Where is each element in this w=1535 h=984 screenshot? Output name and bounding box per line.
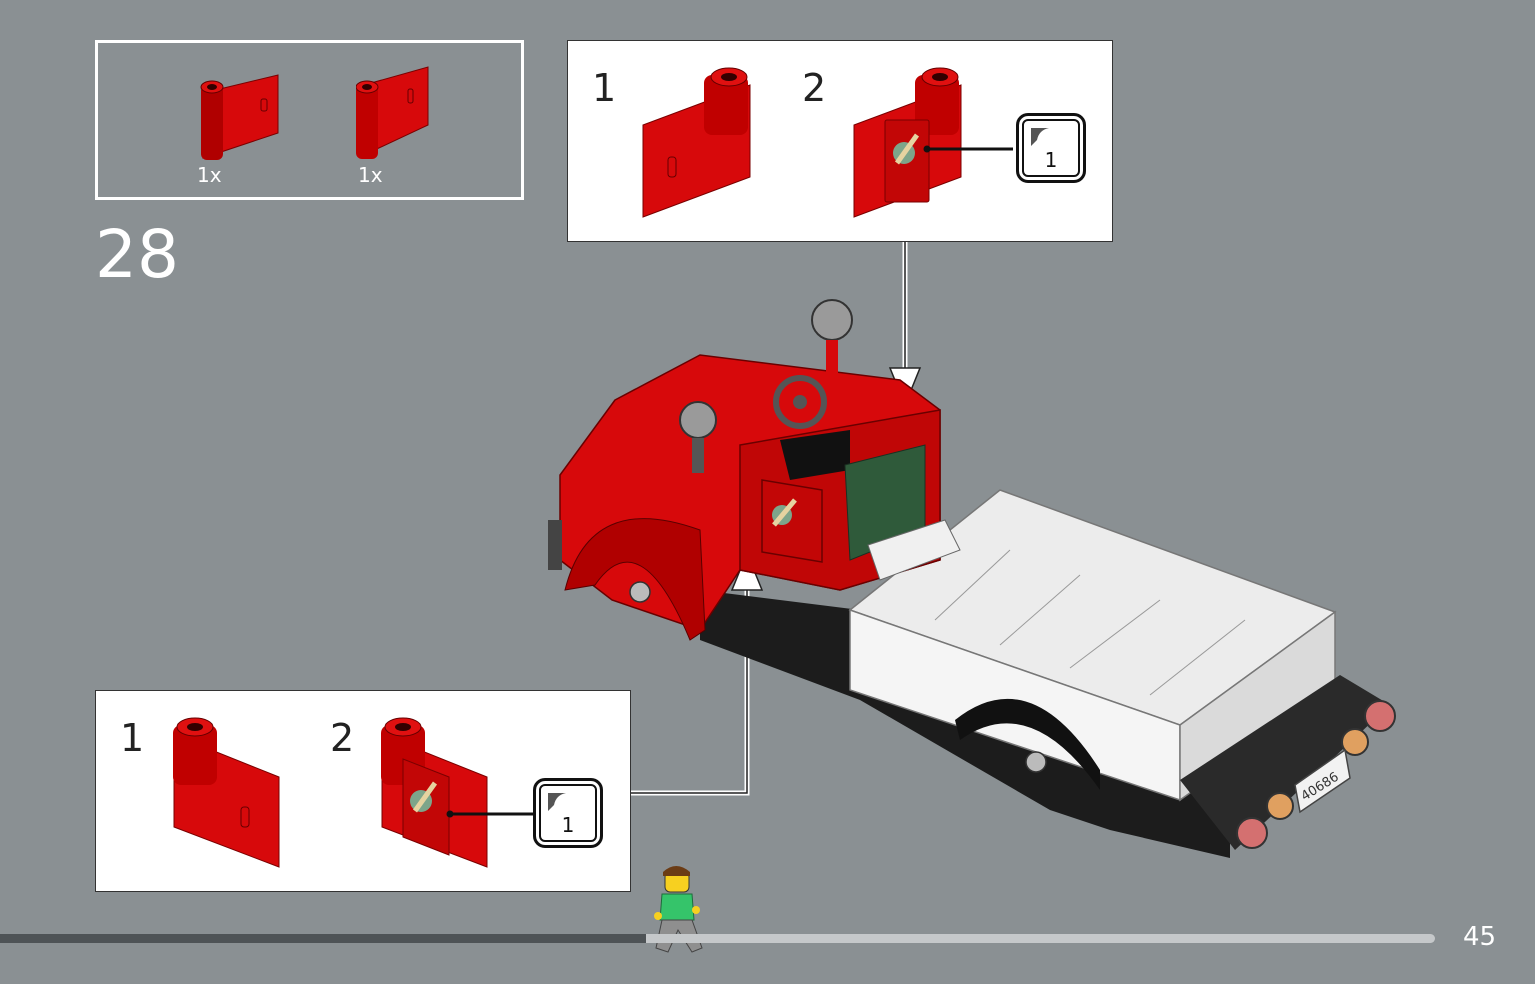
callout-top: 1 2 1 — [567, 40, 1113, 242]
callout-top-sticker-number: 1 — [1044, 148, 1058, 172]
callout-top-door-stickered — [853, 67, 962, 218]
callout-bottom-sticker: 1 — [533, 778, 603, 848]
truck-model: 40686 — [548, 299, 1396, 858]
sticker-icon — [548, 793, 566, 811]
door-left-part — [200, 74, 279, 160]
parts-list-box: 1x 1x — [95, 40, 524, 200]
progress-track — [0, 934, 1435, 943]
callout-bottom-door-stickered — [381, 717, 488, 868]
callout-bottom-door-plain — [173, 717, 280, 868]
callout-top-sticker: 1 — [1016, 113, 1086, 183]
qty-door-left: 1x — [197, 163, 222, 187]
progress-fill — [0, 934, 646, 943]
sticker-icon — [1031, 128, 1049, 146]
callout-bottom-substep-2: 2 — [330, 716, 355, 760]
qty-door-right: 1x — [358, 163, 383, 187]
callout-top-substep-2: 2 — [802, 66, 827, 110]
page-number: 45 — [1463, 922, 1497, 952]
minifigure-icon — [654, 866, 703, 953]
callout-top-substep-1: 1 — [592, 66, 617, 110]
door-right-part — [356, 66, 429, 159]
callout-bottom-substep-1: 1 — [120, 716, 145, 760]
step-number: 28 — [95, 216, 179, 293]
callout-top-door-plain — [642, 67, 751, 218]
callout-bottom-sticker-number: 1 — [561, 813, 575, 837]
callout-bottom: 1 2 1 — [95, 690, 631, 892]
